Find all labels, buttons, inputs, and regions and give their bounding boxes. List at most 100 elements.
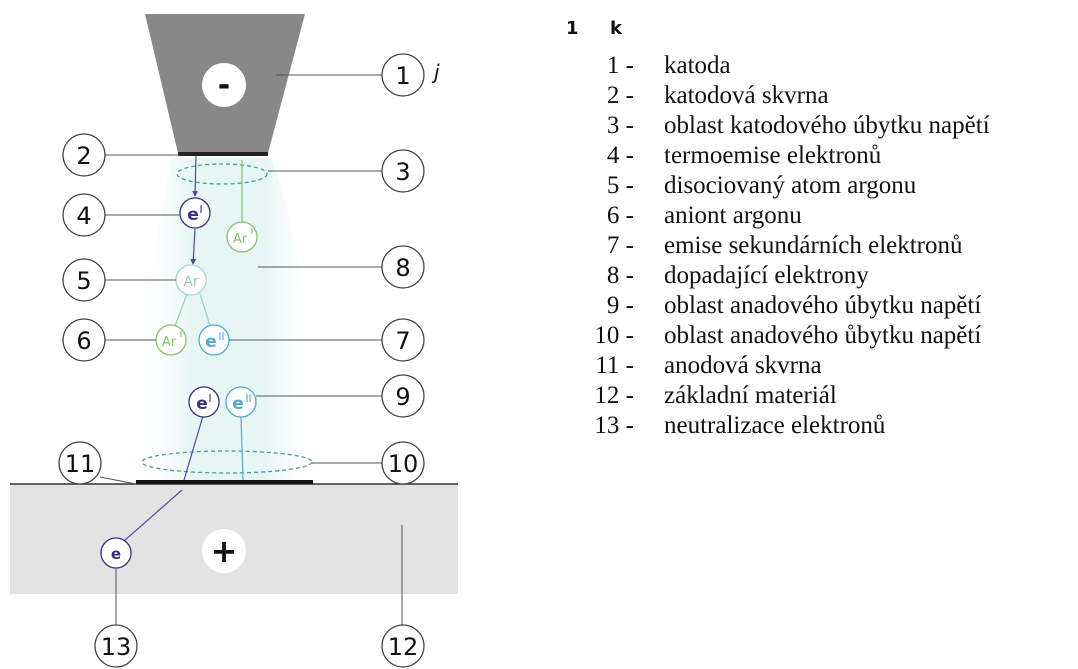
legend-label: emise sekundárních elektronů: [664, 232, 963, 259]
callout-7: 7: [381, 318, 425, 362]
callout-10: 10: [381, 441, 425, 485]
svg-text:e: e: [205, 332, 217, 352]
arrow-cathode-to-e1: [192, 155, 199, 197]
legend-label: disociovaný atom argonu: [664, 172, 917, 199]
svg-text:10: 10: [388, 450, 419, 478]
svg-text:e: e: [187, 205, 199, 225]
callout-6: 6: [62, 318, 106, 362]
legend-number: 1 -: [606, 52, 634, 79]
legend-number: 7 -: [606, 232, 634, 259]
callout-2: 2: [62, 133, 106, 177]
svg-text:13: 13: [101, 633, 132, 661]
legend-number: 8 -: [606, 262, 634, 289]
svg-text:7: 7: [395, 327, 410, 355]
electron-incident: e: [188, 386, 220, 418]
legend-label: oblast katodového úbytku napětí: [664, 112, 990, 139]
arrow-neutralization: [123, 489, 183, 542]
cathode-drop-zone: [176, 163, 268, 185]
charge-marks: [180, 205, 253, 402]
callout-1: 1: [381, 53, 425, 97]
svg-text:e: e: [232, 394, 244, 414]
legend-row: 11 - anodová skvrna: [578, 351, 1078, 381]
electron-thermoemission: e: [179, 197, 211, 229]
svg-text:3: 3: [395, 158, 410, 186]
legend-row: 2 - katodová skvrna: [578, 81, 1078, 111]
legend-row: 3 -oblast katodového úbytku napětí: [578, 111, 1078, 141]
callout-4: 4: [62, 193, 106, 237]
legend-row: 12 - základní materiál: [578, 381, 1078, 411]
legend-number: 10 -: [594, 322, 634, 349]
argon-atom: Ar: [175, 264, 207, 296]
svg-text:Ar: Ar: [233, 232, 248, 247]
callout-5: 5: [62, 258, 106, 302]
svg-text:4: 4: [76, 202, 91, 230]
legend-number: 4 -: [606, 142, 634, 169]
callout-12: 12: [381, 624, 425, 668]
svg-text:11: 11: [65, 450, 96, 478]
legend-label: anodová skvrna: [664, 352, 822, 379]
legend-row: 1 - katoda: [578, 51, 1078, 81]
arrow-e-to-anode: [183, 415, 204, 481]
legend-number: 5 -: [606, 172, 634, 199]
arrow-ar-to-e2: [199, 293, 211, 327]
top-mark-1: 1: [566, 18, 579, 39]
callout-9: 9: [381, 374, 425, 418]
legend-row: 6 - aniont argonu: [578, 201, 1078, 231]
legend-label: dopadající elektrony: [664, 262, 869, 289]
svg-text:Ar: Ar: [162, 335, 177, 350]
callout-11: 11: [58, 441, 102, 485]
anode-symbol-circle: [202, 529, 246, 573]
side-mark: j: [431, 60, 440, 84]
legend-label: základní materiál: [664, 382, 837, 409]
svg-text:5: 5: [76, 267, 91, 295]
arrow-e1-to-ar: [190, 228, 197, 265]
secondary-electron-incident: e: [225, 386, 257, 418]
svg-text:9: 9: [395, 383, 410, 411]
leader-lines: [99, 74, 403, 625]
argon-ion: Ar: [155, 324, 187, 356]
legend-row: 8 - dopadající elektrony: [578, 261, 1078, 291]
legend-number: 6 -: [606, 202, 634, 229]
svg-text:12: 12: [388, 633, 419, 661]
legend-label: katoda: [664, 52, 731, 79]
legend-number: 11 -: [595, 352, 634, 379]
legend-label: termoemise elektronů: [664, 142, 882, 169]
svg-text:e: e: [111, 545, 121, 563]
arrow-ar-to-ar-ion: [174, 293, 188, 327]
legend-number: 13 -: [594, 412, 634, 439]
svg-text:2: 2: [76, 142, 91, 170]
secondary-electron: e: [198, 324, 230, 356]
legend-label: aniont argonu: [664, 202, 802, 229]
legend-label: oblast anadového ůbytku napětí: [664, 322, 982, 349]
electron-neutralized: e: [100, 537, 132, 569]
callout-8: 8: [381, 245, 425, 289]
legend-number: 12 -: [594, 382, 634, 409]
svg-text:e: e: [196, 394, 208, 414]
legend-label: oblast anadového úbytku napětí: [664, 292, 982, 319]
plasma-column: [135, 158, 320, 482]
legend-number: 9 -: [606, 292, 634, 319]
svg-text:6: 6: [76, 327, 91, 355]
argon-ion-upward: Ar: [226, 221, 258, 253]
legend: 1 - katoda 2 - katodová skvrna 3 -oblast k…: [578, 51, 1078, 441]
svg-text:8: 8: [395, 254, 410, 282]
cathode-symbol-circle: [202, 63, 246, 107]
callout-13: 13: [94, 624, 138, 668]
legend-number: 2 -: [606, 82, 634, 109]
anode-drop-zone: [141, 450, 313, 474]
callout-3: 3: [381, 149, 425, 193]
legend-row: 4 - termoemise elektronů: [578, 141, 1078, 171]
anode-symbol: +: [211, 532, 238, 570]
legend-row: 7 - emise sekundárních elektronů: [578, 231, 1078, 261]
legend-label: katodová skvrna: [664, 82, 829, 109]
legend-label: neutralizace elektronů: [664, 412, 886, 439]
svg-text:1: 1: [395, 62, 410, 90]
legend-row: 5 - disociovaný atom argonu: [578, 171, 1078, 201]
top-mark-2: k: [610, 18, 623, 39]
legend-row: 10 - oblast anadového ůbytku napětí: [578, 321, 1078, 351]
legend-row: 9 - oblast anadového úbytku napětí: [578, 291, 1078, 321]
arrow-e2-to-anode: [240, 415, 244, 481]
svg-text:Ar: Ar: [183, 274, 199, 290]
legend-row: 13 - neutralizace elektronů: [578, 411, 1078, 441]
